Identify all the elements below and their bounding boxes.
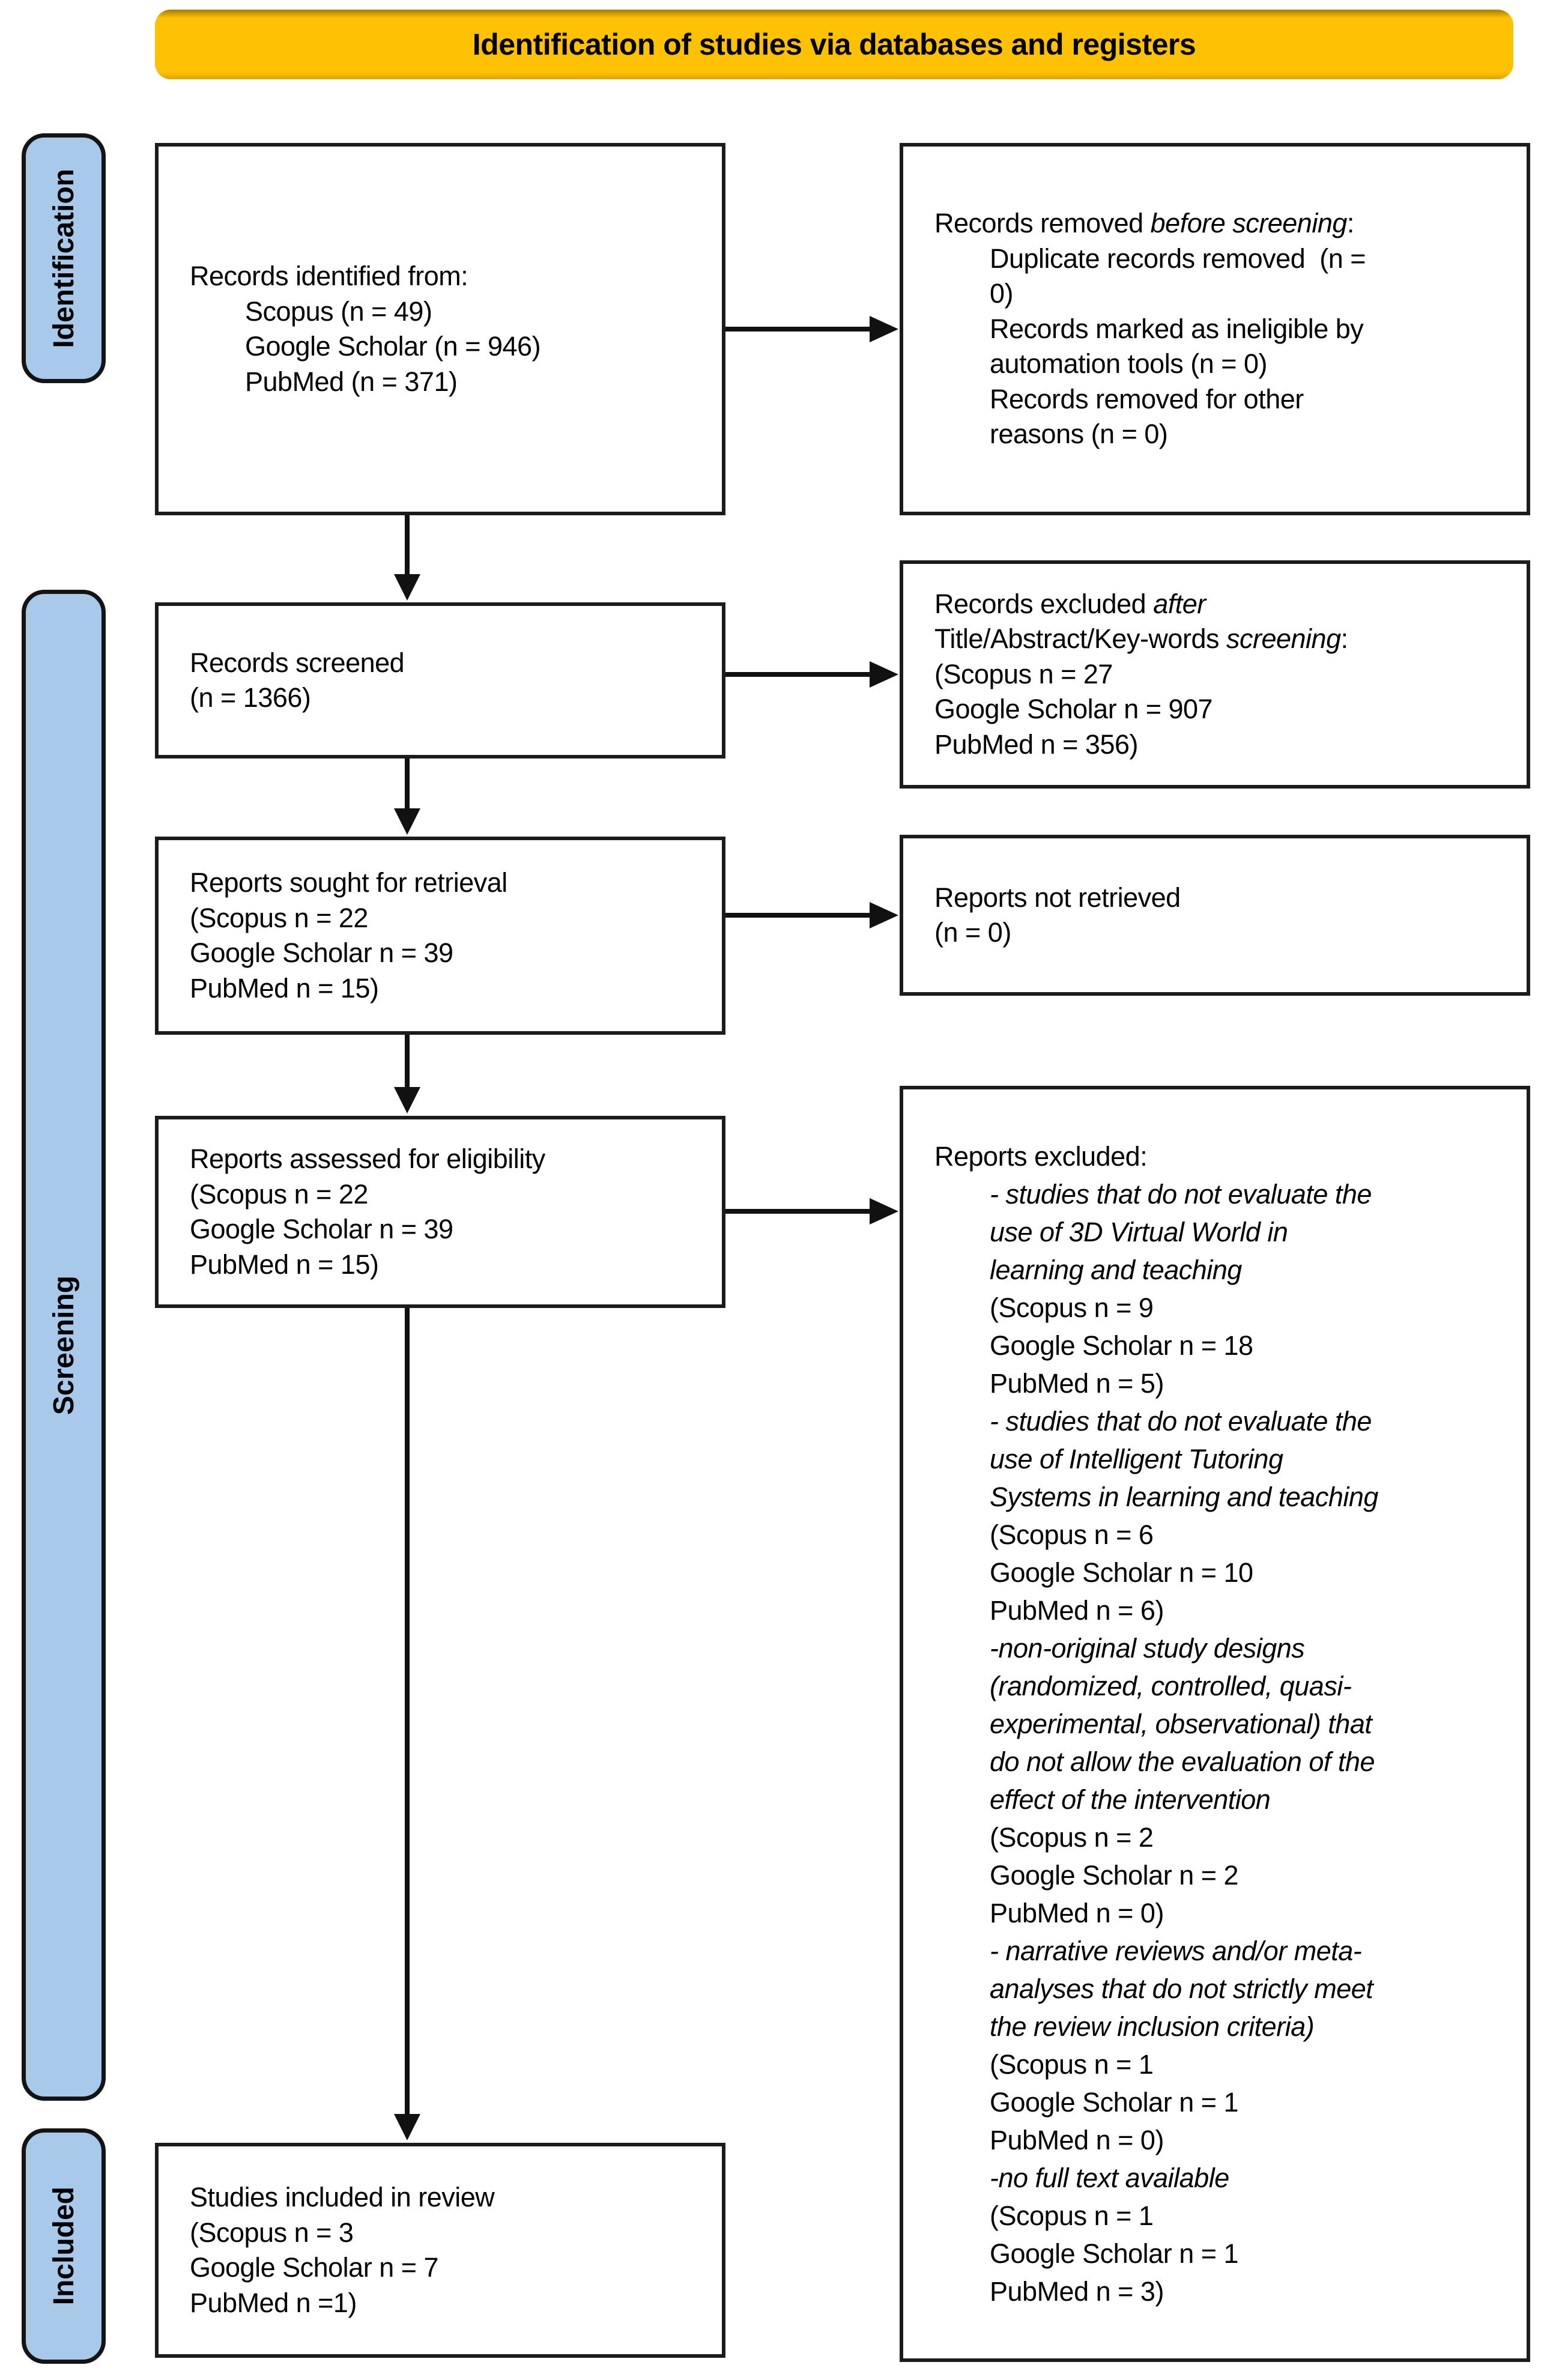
text-line: Reports excluded: [934,1141,1148,1172]
text-line: analyses that do not strictly meet [990,1973,1373,2004]
text-line: PubMed n = 356) [934,728,1139,760]
text-line: Google Scholar n = 1 [990,2238,1239,2269]
text-line: (Scopus n = 9 [990,1292,1154,1323]
text-line: PubMed n = 0) [990,2125,1164,2155]
text-line: Systems in learning and teaching [990,1482,1378,1512]
text-line: Duplicate records removed (n = [990,243,1366,274]
box-reports-assessed: Reports assessed for eligibility (Scopus… [155,1116,725,1308]
box-records-identified: Records identified from: Scopus (n = 49)… [155,143,725,515]
text-line: Records removed for other [990,383,1304,414]
box-records-screened: Records screened (n = 1366) [155,602,725,759]
text-line: (Scopus n = 6 [990,1519,1154,1550]
text-line: PubMed n =1) [190,2287,357,2318]
arrow-assessed-to-included [394,1308,420,2140]
text-line: PubMed n = 6) [990,1595,1164,1626]
text-line: PubMed n = 15) [190,1249,379,1280]
text-line: PubMed n = 3) [990,2276,1164,2307]
arrow-assessed-to-reports-excluded [725,1198,898,1225]
text-line: PubMed n = 0) [990,1898,1164,1928]
arrow-screened-to-excluded [725,661,898,688]
box-records-excluded-screening: Records excluded after Title/Abstract/Ke… [900,560,1530,789]
text-line: PubMed n = 5) [990,1368,1164,1399]
box-records-removed: Records removed before screening: Duplic… [900,143,1530,515]
text-line: - studies that do not evaluate the [990,1179,1372,1210]
text-line: PubMed (n = 371) [245,366,458,397]
stage-label-screening: Screening [22,590,106,2101]
text-line: (Scopus n = 1 [990,2049,1154,2080]
text-line: -non-original study designs [990,1633,1305,1664]
box-reports-not-retrieved: Reports not retrieved (n = 0) [900,835,1530,996]
text-line: experimental, observational) that [990,1709,1372,1739]
arrow-screened-to-sought [394,759,420,835]
text-line: Studies included in review [190,2182,495,2212]
text-line: Reports not retrieved [934,882,1181,913]
text-line: Reports sought for retrieval [190,867,507,898]
text-line: Google Scholar (n = 946) [245,331,541,362]
banner-title: Identification of studies via databases … [155,10,1513,79]
text-line: Reports assessed for eligibility [190,1143,545,1174]
text-line: Google Scholar n = 10 [990,1557,1253,1588]
text-line: Google Scholar n = 1 [990,2087,1239,2118]
text-line: (Scopus n = 22 [190,902,368,933]
text-line: (Scopus n = 2 [990,1822,1154,1853]
text-line: Records removed before screening: [934,208,1354,239]
text-line: - narrative reviews and/or meta- [990,1936,1362,1966]
text-line: do not allow the evaluation of the [990,1746,1375,1777]
text-line: Google Scholar n = 39 [190,1214,453,1244]
box-reports-sought: Reports sought for retrieval (Scopus n =… [155,837,725,1035]
arrow-identified-to-screened [394,515,420,601]
text-line: the review inclusion criteria) [990,2011,1315,2042]
text-line: Scopus (n = 49) [245,295,432,327]
text-line: Title/Abstract/Key-words screening: [934,623,1348,655]
text-line: Google Scholar n = 2 [990,1860,1239,1891]
text-line: use of Intelligent Tutoring [990,1444,1283,1474]
text-line: Records marked as ineligible by [990,313,1364,344]
arrow-sought-to-not-retrieved [725,902,898,928]
text-line: effect of the intervention [990,1784,1271,1815]
stage-label-identification: Identification [22,133,106,383]
box-reports-excluded: Reports excluded: - studies that do not … [900,1086,1530,2362]
text-line: (Scopus n = 1 [990,2200,1154,2231]
text-line: - studies that do not evaluate the [990,1406,1372,1437]
text-line: Google Scholar n = 907 [934,694,1213,725]
box-studies-included: Studies included in review (Scopus n = 3… [155,2143,725,2358]
arrow-sought-to-assessed [394,1035,420,1113]
text-line: Records identified from: [190,261,468,291]
text-line: -no full text available [990,2163,1229,2193]
text-line: Google Scholar n = 7 [190,2252,439,2283]
text-line: (Scopus n = 3 [190,2217,354,2248]
text-line: reasons (n = 0) [990,419,1168,450]
text-line: PubMed n = 15) [190,972,379,1004]
arrow-identified-to-removed [725,316,898,342]
text-line: use of 3D Virtual World in [990,1217,1288,1247]
text-line: automation tools (n = 0) [990,348,1268,380]
text-line: (n = 1366) [190,682,311,713]
stage-label-included: Included [22,2128,106,2364]
text-line: Records excluded after [934,588,1206,619]
text-line: Google Scholar n = 18 [990,1330,1253,1361]
text-line: (Scopus n = 22 [190,1178,368,1210]
text-line: learning and teaching [990,1255,1242,1285]
text-line: (randomized, controlled, quasi- [990,1671,1352,1701]
text-line: Google Scholar n = 39 [190,937,453,968]
text-line: (Scopus n = 27 [934,658,1113,689]
text-line: (n = 0) [934,917,1011,948]
text-line: 0) [990,278,1014,309]
text-line: Records screened [190,647,405,678]
